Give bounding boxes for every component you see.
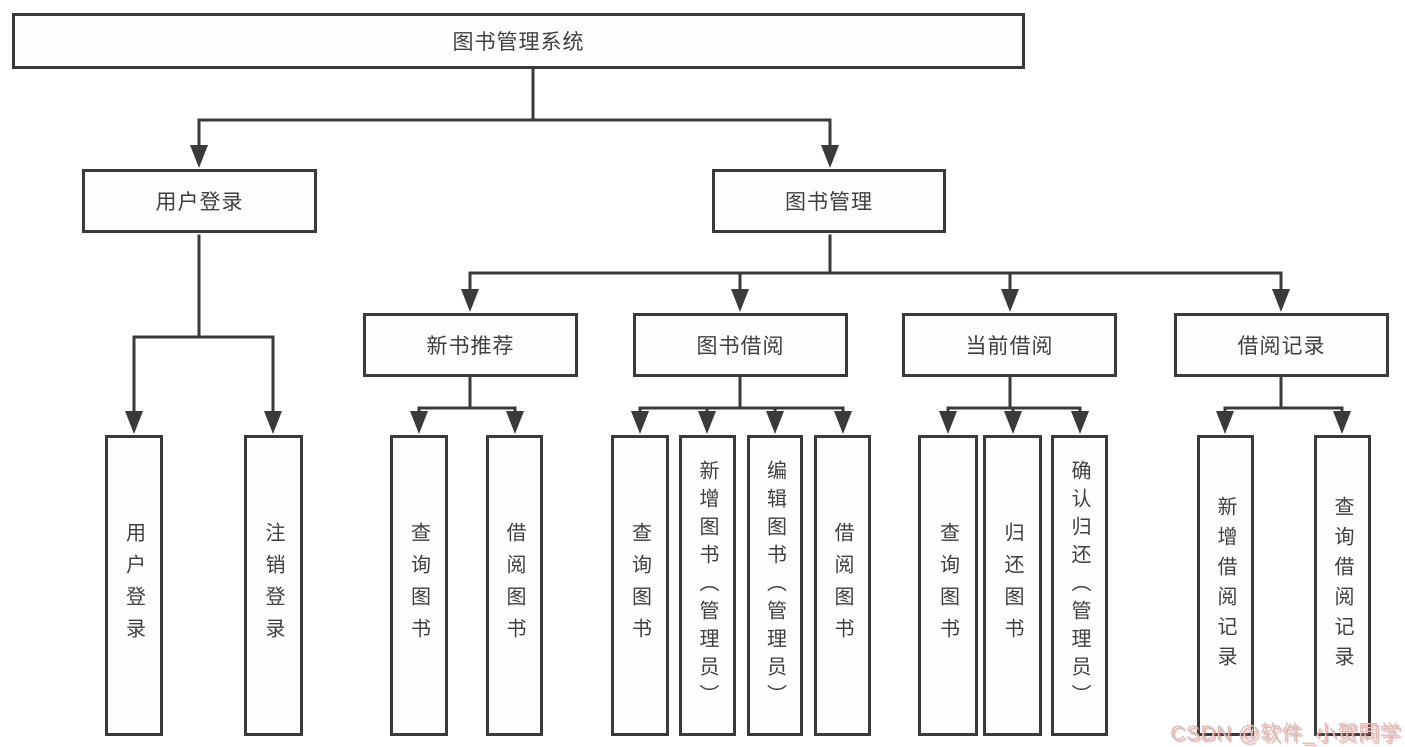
leaf-edit-book-admin: 编辑图书（管理员） — [747, 435, 803, 736]
leaf-confirm-return-admin: 确认归还（管理员） — [1051, 435, 1108, 736]
node-book-borrowing-label: 图书借阅 — [696, 335, 785, 358]
leaf-query-book-2: 查询图书 — [611, 435, 669, 736]
leaf-add-book-admin: 新增图书（管理员） — [679, 435, 736, 736]
leaf-query-book-2-label: 查询图书 — [628, 521, 651, 650]
node-new-book-recommendation-label: 新书推荐 — [426, 335, 515, 358]
leaf-borrow-book-2-label: 借阅图书 — [831, 521, 853, 650]
node-borrowing-records-label: 借阅记录 — [1237, 335, 1326, 358]
leaf-borrow-book-1-label: 借阅图书 — [503, 521, 525, 650]
node-root-label: 图书管理系统 — [452, 31, 585, 54]
leaf-borrow-book-2: 借阅图书 — [814, 435, 871, 736]
leaf-edit-book-admin-label: 编辑图书（管理员） — [763, 459, 786, 712]
leaf-add-book-admin-label: 新增图书（管理员） — [696, 459, 718, 712]
node-current-borrowing-label: 当前借阅 — [965, 335, 1054, 358]
csdn-watermark: CSDN @软件_小贺同学 — [1170, 722, 1401, 745]
node-user-login-label: 用户登录 — [155, 191, 244, 214]
leaf-add-borrow-record: 新增借阅记录 — [1197, 435, 1254, 736]
leaf-user-login: 用户登录 — [105, 435, 163, 736]
leaf-borrow-book-1: 借阅图书 — [486, 435, 543, 736]
leaf-confirm-return-admin-label: 确认归还（管理员） — [1068, 459, 1090, 712]
node-user-login: 用户登录 — [82, 169, 317, 233]
leaf-query-book-3: 查询图书 — [918, 435, 978, 736]
leaf-user-login-label: 用户登录 — [122, 521, 145, 650]
node-new-book-recommendation: 新书推荐 — [363, 313, 578, 377]
leaf-return-book-label: 归还图书 — [1001, 521, 1023, 650]
node-root: 图书管理系统 — [12, 13, 1025, 69]
node-book-borrowing: 图书借阅 — [633, 313, 848, 377]
leaf-query-book-1: 查询图书 — [390, 435, 448, 736]
node-book-management-label: 图书管理 — [785, 191, 873, 214]
leaf-add-borrow-record-label: 新增借阅记录 — [1214, 495, 1236, 676]
leaf-query-borrow-record-label: 查询借阅记录 — [1331, 495, 1353, 676]
leaf-query-borrow-record: 查询借阅记录 — [1314, 435, 1371, 736]
leaf-query-book-3-label: 查询图书 — [936, 521, 959, 650]
node-book-management: 图书管理 — [712, 169, 946, 233]
leaf-query-book-1-label: 查询图书 — [407, 521, 430, 650]
leaf-logout: 注销登录 — [244, 435, 303, 736]
node-current-borrowing: 当前借阅 — [902, 313, 1117, 377]
leaf-return-book: 归还图书 — [983, 435, 1042, 736]
leaf-logout-label: 注销登录 — [262, 521, 284, 650]
node-borrowing-records: 借阅记录 — [1174, 313, 1389, 377]
